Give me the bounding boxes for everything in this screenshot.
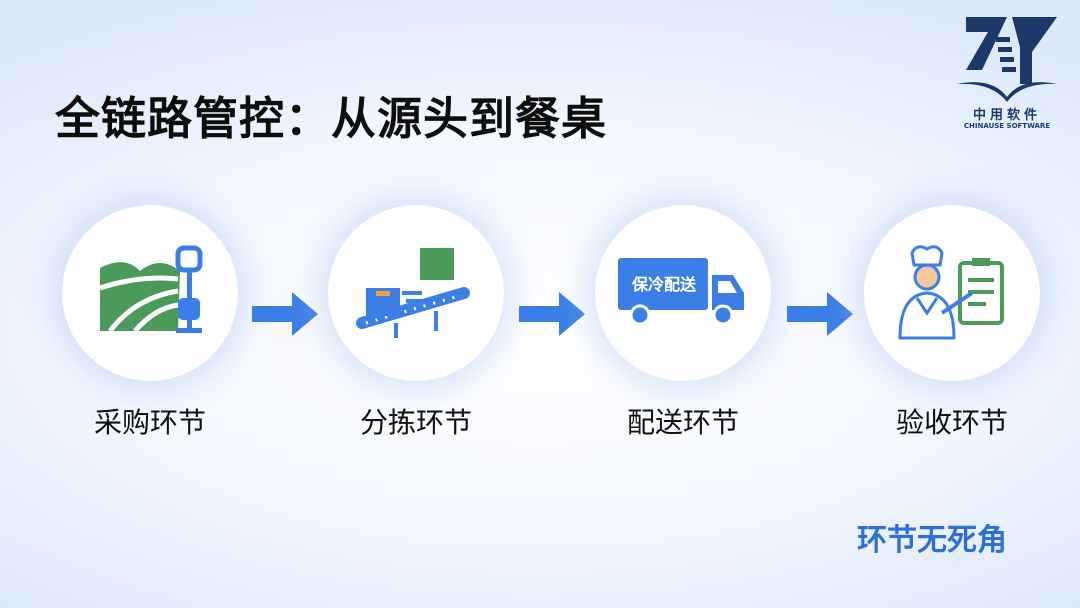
truck-text: 保冷配送 <box>631 275 696 294</box>
step-label: 分拣环节 <box>359 406 472 439</box>
arrow-right-icon <box>519 292 585 336</box>
step-circle <box>864 205 1040 381</box>
step-label: 采购环节 <box>93 406 206 439</box>
step-delivery: 保冷配送 配送环节 <box>595 205 771 441</box>
step-circle: 保冷配送 <box>595 205 771 381</box>
step-circle <box>328 205 504 381</box>
logo-en: CHINAUSE SOFTWARE <box>963 122 1051 130</box>
step-label: 验收环节 <box>895 406 1008 439</box>
arrow-right-icon <box>787 292 853 336</box>
conveyor-icon <box>356 248 470 338</box>
step-label: 配送环节 <box>626 406 739 439</box>
step-purchase: 采购环节 <box>62 205 238 441</box>
logo-cn: 中用软件 <box>972 108 1041 123</box>
step-acceptance: 验收环节 <box>864 205 1040 441</box>
step-circle <box>62 205 238 381</box>
chef-checklist-icon <box>898 245 1004 340</box>
page-title: 全链路管控：从源头到餐桌 <box>55 92 608 145</box>
farm-scale-icon <box>99 245 203 333</box>
arrow-right-icon <box>252 292 318 336</box>
step-sorting: 分拣环节 <box>328 205 504 441</box>
truck-icon: 保冷配送 <box>618 253 748 333</box>
company-logo: 中用软件 CHINAUSE SOFTWARE <box>952 12 1062 132</box>
slogan: 环节无死角 <box>857 523 1007 558</box>
logo-mark-icon <box>957 17 1057 102</box>
